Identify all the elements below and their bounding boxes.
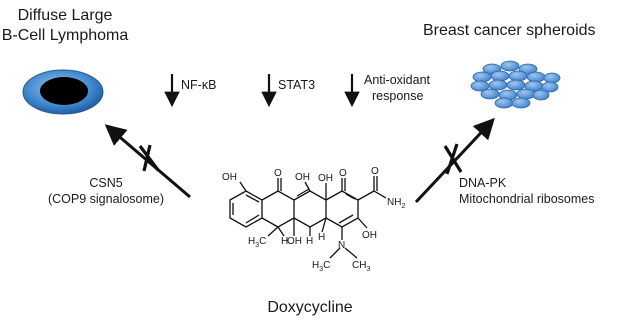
antioxidant-label-line1: Anti-oxidant [364,73,431,87]
right-title: Breast cancer spheroids [423,22,596,39]
atom-n-amine: N [338,240,345,251]
atom-ch3: CH3 [352,260,370,273]
atom-oh-bottom: OH [287,236,302,247]
atom-h-top: H [318,232,325,243]
atom-h-bottom: H [306,236,313,247]
lymphoma-cell-icon [22,69,104,115]
atom-h3c-amine: H3C [312,260,330,273]
down-arrows [164,74,360,108]
right-cross-icon [443,143,463,175]
atom-nh2: NH2 [387,197,405,210]
atom-oh-top-mid: OH [295,172,310,183]
atom-o-top: O [274,168,282,179]
molecule-name: Doxycycline [267,299,353,316]
atom-oh-ring: OH [318,173,333,184]
csn5-label: CSN5 [89,176,123,190]
left-inhibited-arrow [104,124,191,199]
antioxidant-label-line2: response [372,89,424,103]
nfkb-label: NF-κB [181,78,217,92]
atom-oh-right: OH [362,230,377,241]
atom-o-amide: O [371,166,379,177]
stat3-label: STAT3 [278,78,316,92]
left-title-line1: Diffuse Large [17,7,113,24]
atom-h3c-left: H3C [248,236,266,249]
atom-o-ketone: O [339,168,347,179]
left-cross-icon [138,144,160,172]
left-title-line2: B-Cell Lymphoma [1,27,129,44]
doxycycline-structure-icon: OH O OH OH O O NH2 OH H3C H OH H H N CH3… [222,166,405,273]
dnapk-label: DNA-PK [459,176,507,190]
atom-h-left: H [281,236,288,247]
mito-ribosomes-label: Mitochondrial ribosomes [459,192,595,206]
spheroids-icon [470,60,561,109]
cop9-label: (COP9 signalosome) [47,192,164,206]
atom-oh-top-left: OH [222,172,237,183]
